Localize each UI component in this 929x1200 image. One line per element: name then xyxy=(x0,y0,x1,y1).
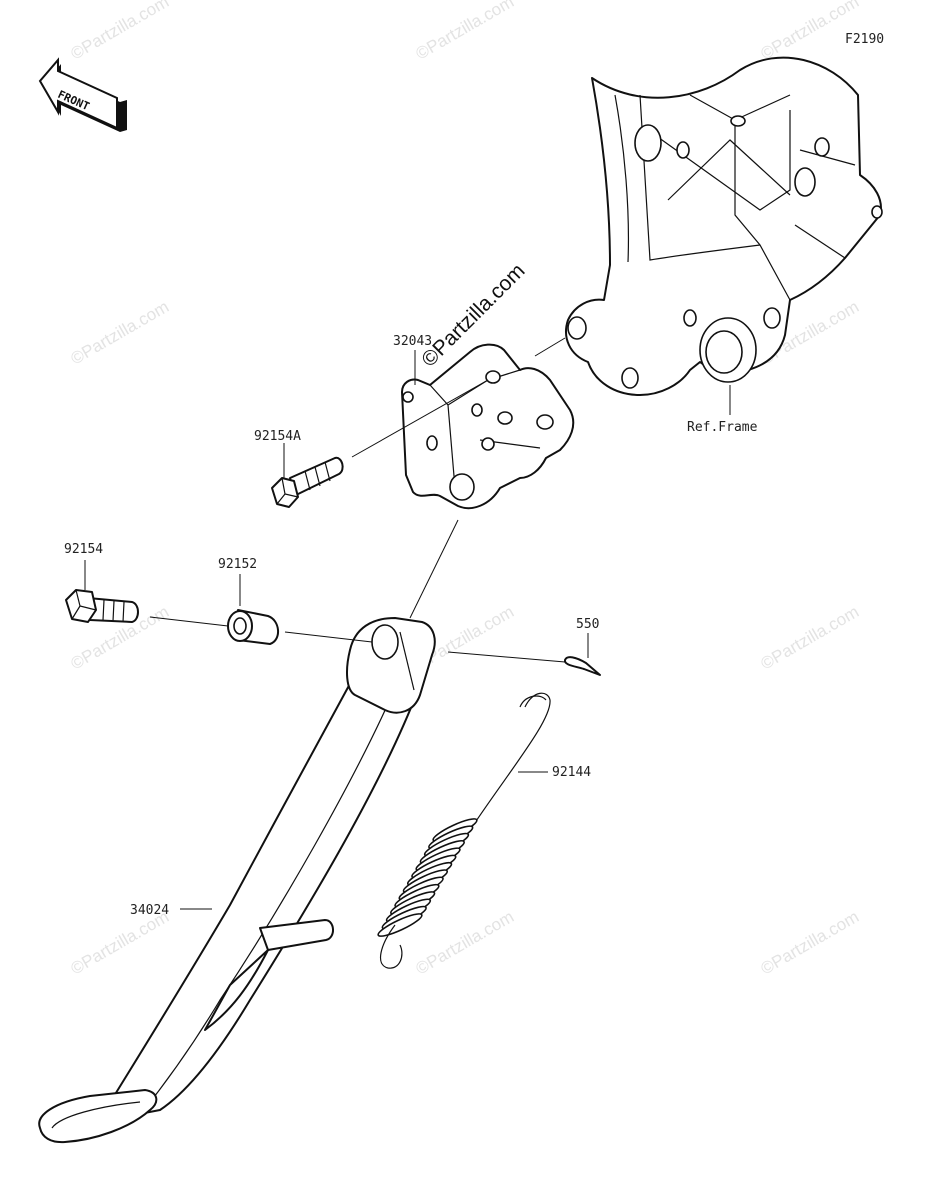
collar-axis xyxy=(284,631,373,643)
watermark: ©Partzilla.com xyxy=(758,602,863,673)
label-92154: 92154 xyxy=(64,542,103,557)
part-34024-side-stand[interactable] xyxy=(38,617,436,1144)
part-550-cotter-pin[interactable] xyxy=(563,656,601,676)
part-92144-spring[interactable] xyxy=(376,692,551,969)
label-ref-frame: Ref.Frame xyxy=(687,420,758,435)
part-92154-bolt[interactable] xyxy=(65,589,139,623)
front-arrow-icon: FRONT xyxy=(38,57,127,132)
part-32043-bracket[interactable] xyxy=(401,343,575,510)
label-92144: 92144 xyxy=(552,765,591,780)
pin-axis xyxy=(447,651,566,663)
label-92154A: 92154A xyxy=(254,429,301,444)
label-32043: 32043 xyxy=(393,334,432,349)
diagram-code: F2190 xyxy=(845,32,884,47)
watermark: ©Partzilla.com xyxy=(68,0,173,63)
part-92154A-bolt[interactable] xyxy=(271,456,344,508)
label-92152: 92152 xyxy=(218,557,257,572)
stand-to-bracket-line xyxy=(409,519,459,619)
label-34024: 34024 xyxy=(130,903,169,918)
bracket-to-frame-line xyxy=(534,337,566,357)
watermark: ©Partzilla.com xyxy=(413,0,518,63)
bolt-92154A-axis xyxy=(351,379,489,458)
watermark: ©Partzilla.com xyxy=(68,297,173,368)
frame-reference xyxy=(565,56,883,396)
spring-coil xyxy=(377,913,423,937)
watermark: ©Partzilla.com xyxy=(413,907,518,978)
watermark: ©Partzilla.com xyxy=(758,907,863,978)
bolt-92154-axis xyxy=(149,616,229,627)
spring-coils xyxy=(377,818,478,937)
part-92152-collar[interactable] xyxy=(227,609,279,645)
label-550: 550 xyxy=(576,617,599,632)
